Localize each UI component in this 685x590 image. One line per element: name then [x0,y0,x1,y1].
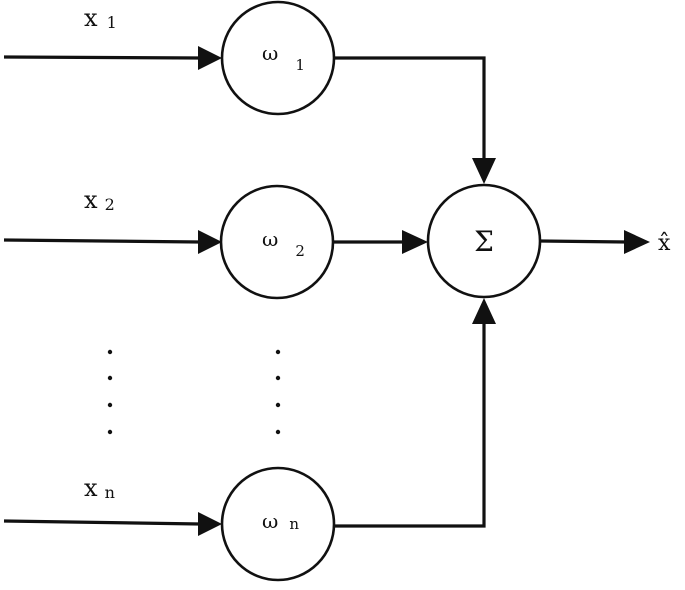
input-label-n-sub: n [105,483,115,502]
ellipsis-dot [275,349,281,355]
ellipsis-dot [275,429,281,435]
input-label-1: x 1 [84,4,117,32]
arrowhead-input-1 [198,46,222,70]
input-label-2-sub: 2 [105,195,115,214]
input-line-2 [3,238,201,244]
output-line [539,239,627,244]
weight-label-n: ω n [262,509,299,533]
arrowhead-w1-to-sum [472,158,496,184]
arrowhead-wn-to-sum [472,298,496,324]
input-label-2: x 2 [84,186,115,214]
weight-label-n-sub: n [289,515,299,533]
arrowhead-w2-to-sum [402,230,428,254]
weight-label-1: ω 1 [262,41,305,74]
arrowhead-input-n [198,512,222,536]
output-label: x̂ [658,231,671,256]
ellipsis-dot [275,402,281,408]
input-line-1 [3,55,201,60]
connector-wn-to-sum [334,322,486,528]
weight-label-2-base: ω [262,227,278,251]
ellipsis-inputs [107,349,113,435]
weight-label-1-base: ω [262,41,278,65]
ellipsis-weights [275,349,281,435]
connector-w1-to-sum [334,56,486,160]
input-label-n: x n [84,474,115,502]
arrowhead-input-2 [198,230,222,254]
input-label-1-base: x [84,4,98,32]
input-label-n-base: x [84,474,98,502]
ellipsis-dot [107,375,113,381]
weight-label-n-base: ω [262,509,278,533]
sum-symbol: Σ [474,225,494,258]
weight-node-n [220,466,336,582]
weight-label-2-sub: 2 [295,242,305,260]
weight-label-2: ω 2 [262,227,305,260]
input-line-n [3,519,201,526]
input-label-2-base: x [84,186,98,214]
input-label-1-sub: 1 [107,13,117,32]
weight-label-1-sub: 1 [295,56,305,74]
ellipsis-dot [107,402,113,408]
ellipsis-dot [275,375,281,381]
ellipsis-dot [107,429,113,435]
ellipsis-dot [107,349,113,355]
arrowhead-output [624,230,650,254]
